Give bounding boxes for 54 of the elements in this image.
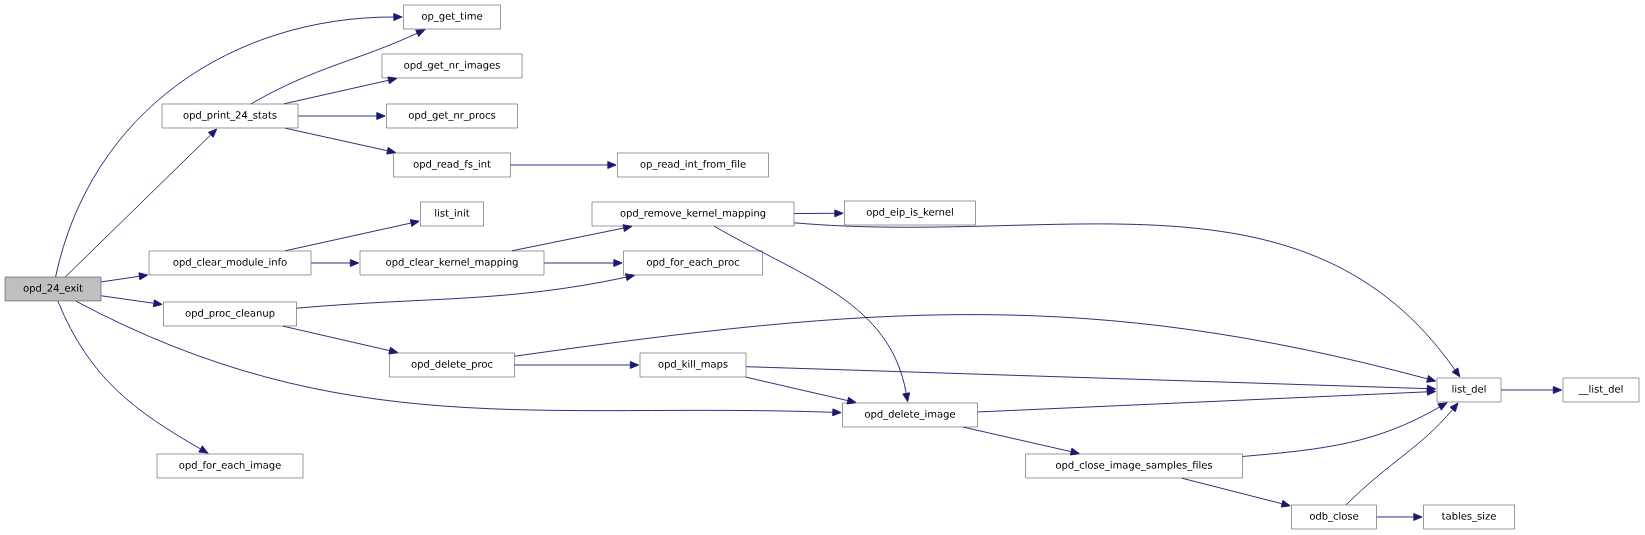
- function-box: opd_delete_image: [842, 402, 978, 428]
- arrow: [284, 219, 420, 252]
- arrow: [1376, 513, 1423, 521]
- function-box: opd_close_image_samples_files: [1025, 453, 1243, 479]
- function-box: opd_proc_cleanup: [163, 301, 297, 327]
- function-box: __list_del: [1562, 377, 1640, 403]
- function-box: opd_get_nr_procs: [386, 103, 518, 129]
- arrow: [511, 224, 633, 252]
- function-box: list_init: [420, 201, 484, 227]
- arrow: [977, 387, 1437, 413]
- function-box: opd_for_each_image: [156, 453, 304, 479]
- function-box: opd_delete_proc: [389, 352, 515, 378]
- function-box: opd_24_exit: [4, 276, 102, 302]
- function-box: opd_kill_maps: [639, 352, 747, 378]
- arrow: [284, 127, 397, 155]
- arrow: [100, 272, 149, 283]
- arrow: [745, 376, 857, 405]
- arrow: [283, 76, 398, 105]
- function-box: list_del: [1436, 377, 1502, 403]
- arrow: [65, 128, 218, 278]
- arrow: [296, 273, 635, 309]
- function-box: opd_clear_kernel_mapping: [359, 250, 545, 276]
- arrow: [282, 325, 399, 355]
- function-box: opd_print_24_stats: [161, 103, 299, 129]
- arrow: [514, 361, 640, 369]
- arrow: [793, 209, 844, 218]
- arrow: [510, 161, 617, 169]
- arrow: [100, 295, 163, 308]
- function-box: odb_close: [1291, 504, 1377, 530]
- arrow: [57, 300, 209, 454]
- function-box: opd_remove_kernel_mapping: [591, 201, 795, 227]
- function-box: op_read_int_from_file: [617, 152, 769, 178]
- arrow: [75, 300, 842, 417]
- arrow: [310, 259, 360, 267]
- function-box: opd_eip_is_kernel: [844, 200, 976, 226]
- arrow: [963, 426, 1080, 456]
- function-box: opd_clear_module_info: [148, 250, 312, 276]
- arrow: [793, 222, 1461, 378]
- arrow: [55, 13, 403, 278]
- arrow: [1181, 477, 1291, 508]
- arrow: [1500, 386, 1563, 394]
- function-box: opd_read_fs_int: [393, 152, 511, 178]
- function-box: opd_get_nr_images: [381, 53, 523, 79]
- arrow: [514, 314, 1437, 383]
- arrow: [1345, 402, 1459, 506]
- function-box: tables_size: [1423, 504, 1515, 530]
- arrow: [543, 259, 623, 267]
- arrow: [745, 366, 1437, 393]
- function-box: opd_for_each_proc: [623, 250, 763, 276]
- arrow: [250, 29, 426, 105]
- arrow: [297, 112, 386, 120]
- function-box: op_get_time: [403, 4, 501, 30]
- arrow: [1242, 402, 1448, 457]
- arrow: [713, 225, 911, 403]
